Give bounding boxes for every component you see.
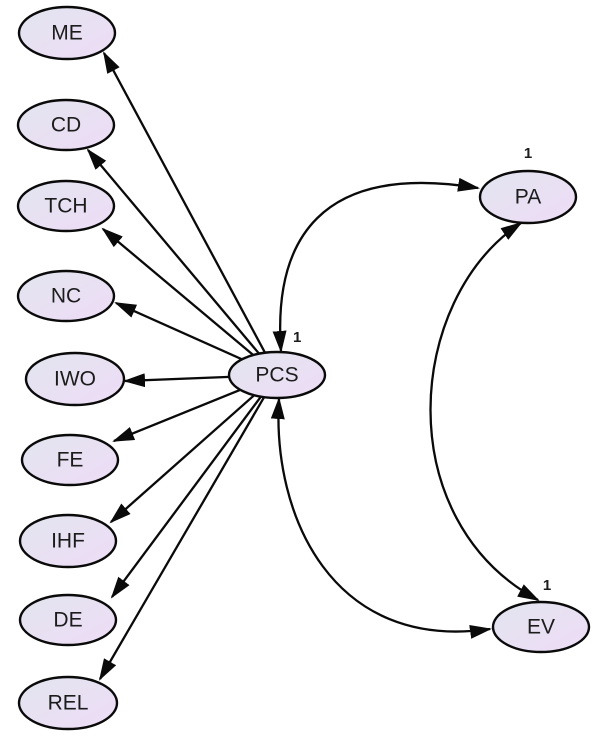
edge-PCS-IHF-arrow <box>109 374 278 524</box>
node-FE-label: FE <box>57 449 84 472</box>
annotations-layer: 1 1 1 <box>293 145 551 594</box>
edge-PCS-CD-arrow <box>86 148 278 376</box>
node-NC-label: NC <box>51 285 81 308</box>
edge-PCS-PA-covariance-arrow <box>272 177 480 353</box>
node-PA: PA <box>478 169 578 225</box>
node-EV-label: EV <box>527 616 555 639</box>
edge-PCS-DE-arrow <box>110 374 278 599</box>
node-IHF-ellipse <box>18 513 118 569</box>
variance-PA-label: 1 <box>524 145 532 162</box>
node-NC-ellipse <box>16 269 116 323</box>
node-DE-ellipse <box>18 593 118 647</box>
node-FE: FE <box>20 433 120 487</box>
nodes-layer: ME CD TCH NC IWO FE IHF DE REL PCS PA EV <box>16 5 591 731</box>
node-ME: ME <box>17 5 117 61</box>
node-CD: CD <box>16 98 116 152</box>
node-REL-ellipse <box>17 675 119 731</box>
node-REL-label: REL <box>48 692 89 715</box>
node-PA-label: PA <box>515 186 541 209</box>
node-DE-label: DE <box>53 609 82 632</box>
node-PA-ellipse <box>478 169 578 225</box>
edge-PCS-EV-covariance-arrow <box>270 397 492 639</box>
edge-PCS-ME-arrow <box>102 51 279 376</box>
node-PCS-ellipse <box>227 350 327 400</box>
node-ME-ellipse <box>17 5 117 61</box>
node-TCH-label: TCH <box>44 195 87 218</box>
edge-PCS-TCH-arrow <box>101 227 278 376</box>
node-REL: REL <box>17 675 119 731</box>
variance-PCS-label: 1 <box>293 329 301 346</box>
node-DE: DE <box>18 593 118 647</box>
node-NC: NC <box>16 269 116 323</box>
edge-PCS-REL-arrow <box>98 374 278 681</box>
node-IWO: IWO <box>24 351 126 407</box>
edge-PA-EV-covariance-arrow <box>429 221 540 602</box>
node-IHF-label: IHF <box>51 530 85 553</box>
node-IWO-ellipse <box>24 351 126 407</box>
node-TCH-ellipse <box>16 179 116 233</box>
node-FE-ellipse <box>20 433 120 487</box>
node-PCS-label: PCS <box>255 364 298 387</box>
node-CD-ellipse <box>16 98 116 152</box>
node-PCS: PCS <box>227 350 327 400</box>
variance-EV-label: 1 <box>543 577 551 594</box>
node-EV: EV <box>491 600 591 654</box>
node-CD-label: CD <box>51 114 81 137</box>
node-EV-ellipse <box>491 600 591 654</box>
node-IWO-label: IWO <box>54 368 96 391</box>
node-TCH: TCH <box>16 179 116 233</box>
node-ME-label: ME <box>51 22 83 45</box>
node-IHF: IHF <box>18 513 118 569</box>
